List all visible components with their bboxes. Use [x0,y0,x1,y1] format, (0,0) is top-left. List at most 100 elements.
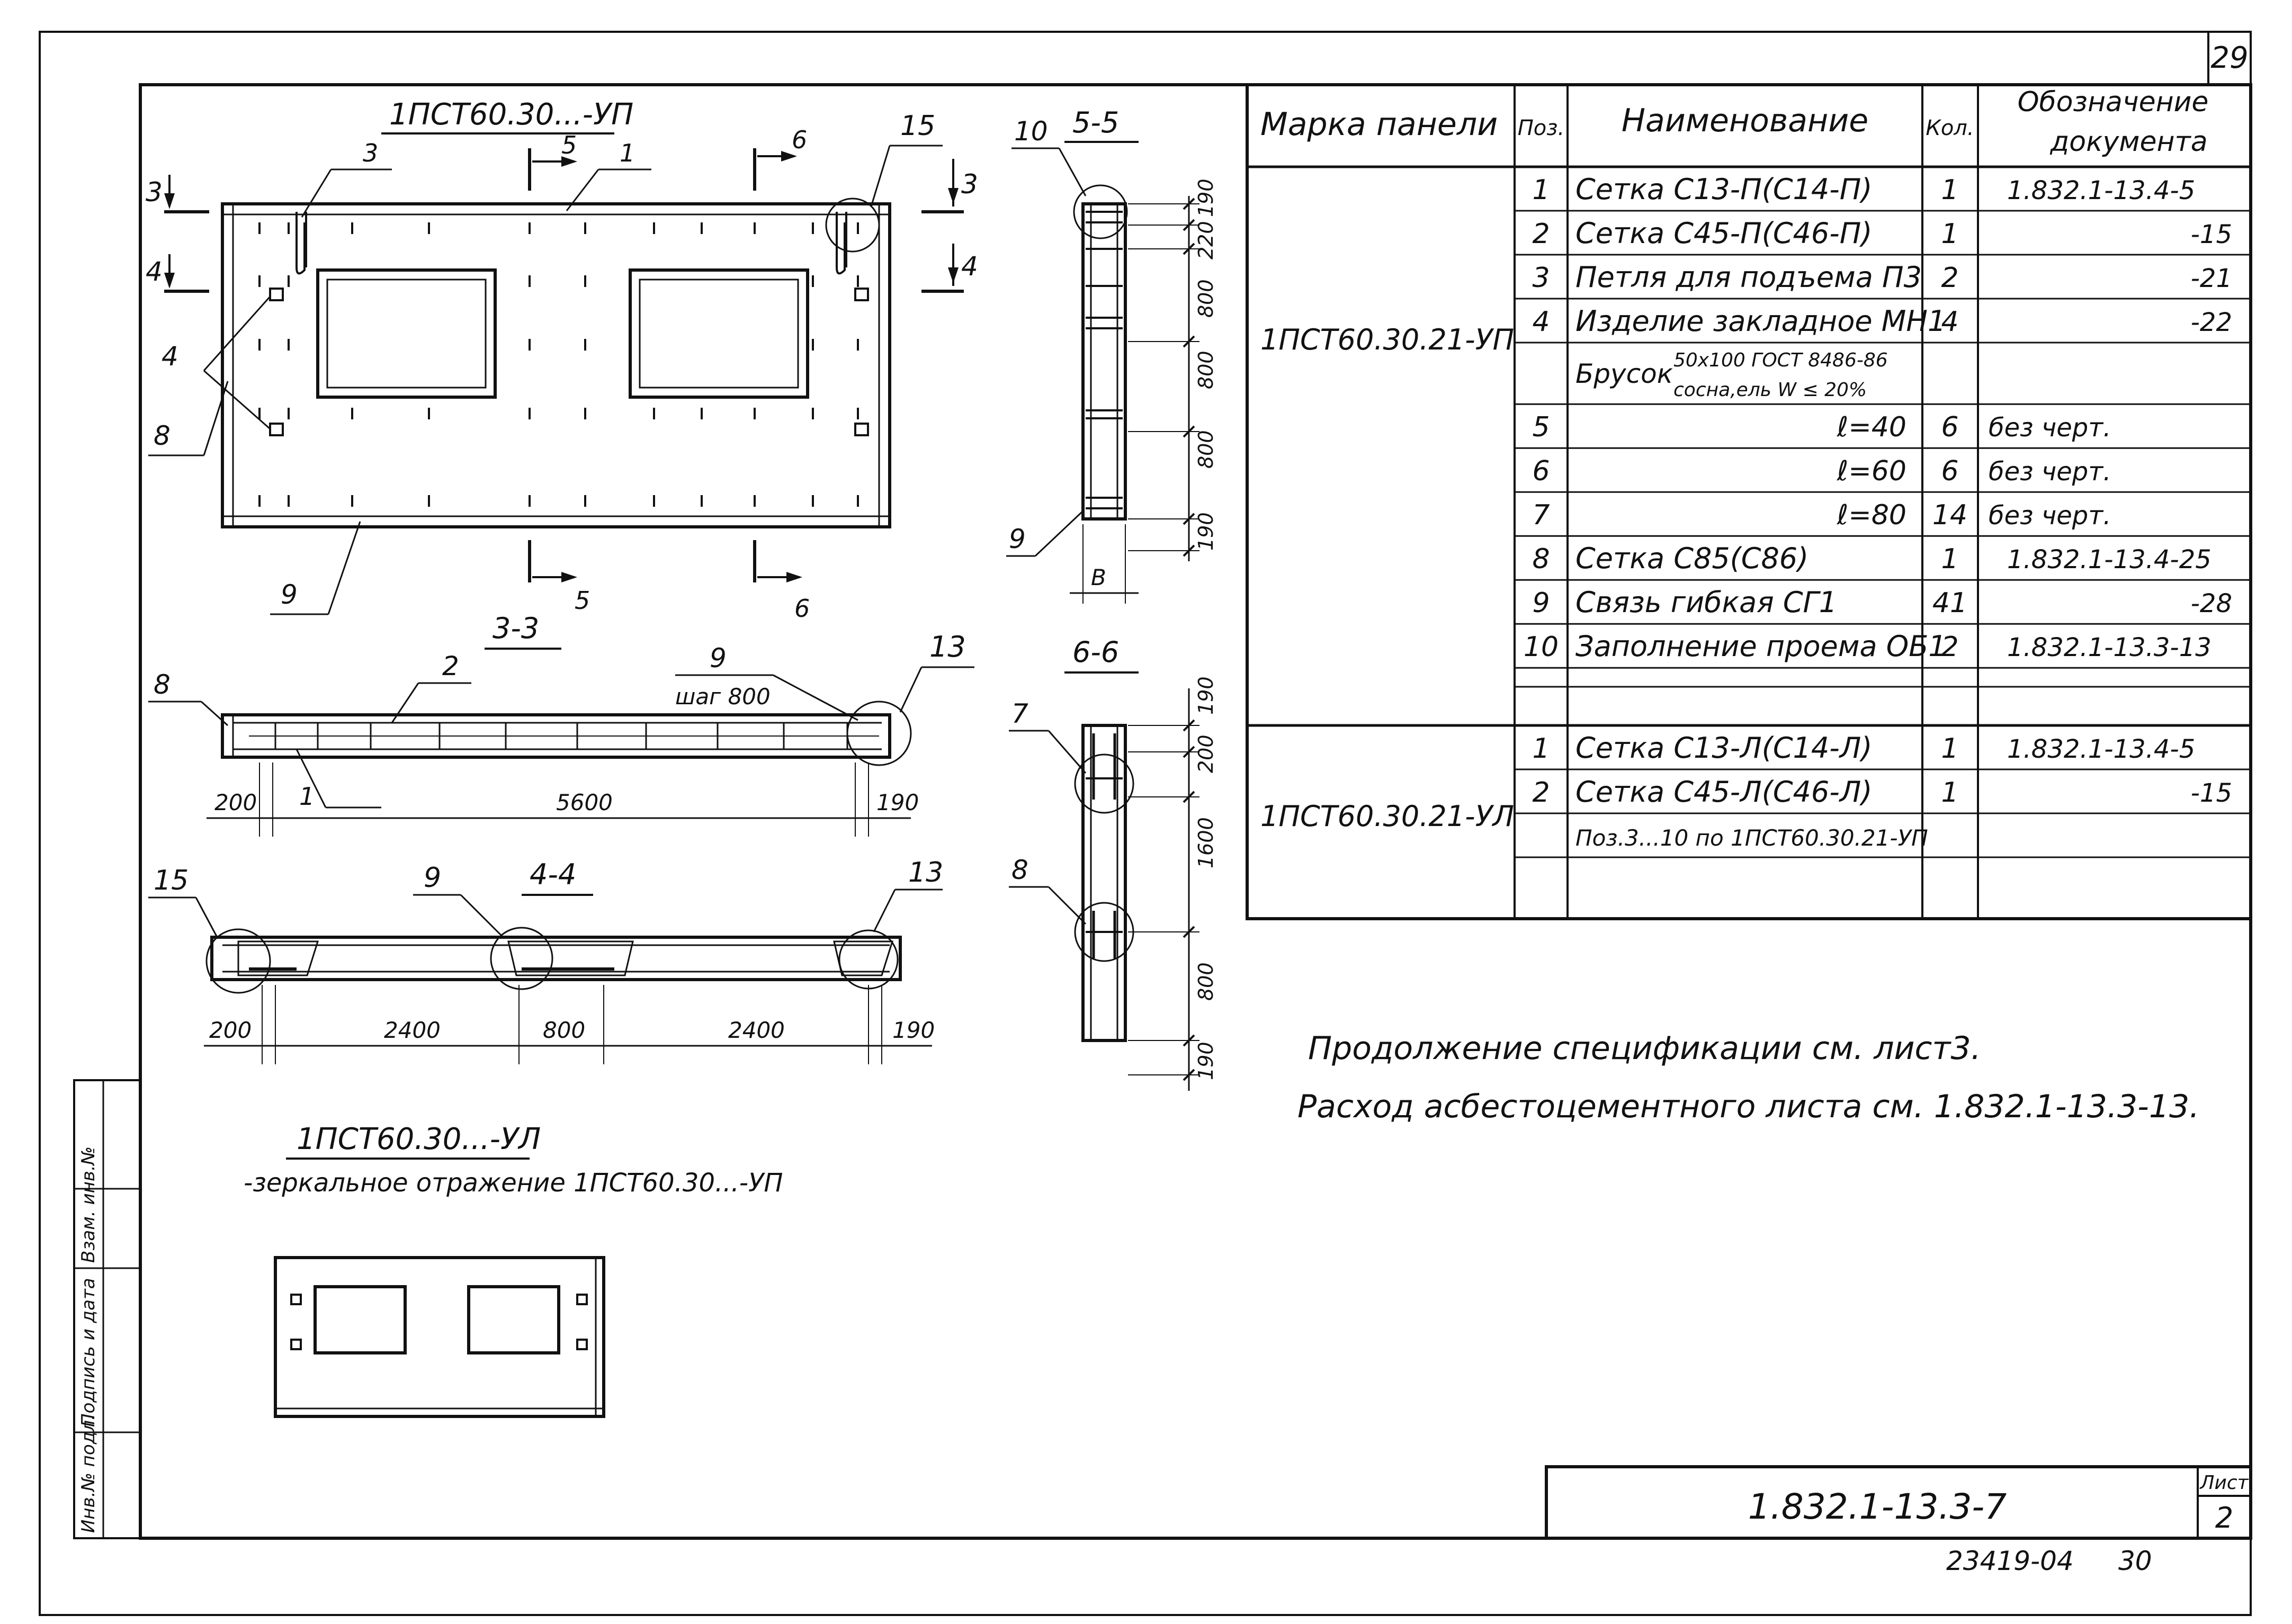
spec-qty: 1 [1941,174,1958,206]
spec-name: ℓ=60 [1837,455,1906,487]
svg-text:8: 8 [1011,855,1028,885]
spec-qty: 2 [1941,262,1958,294]
dims-4-4: 200 2400 800 2400 190 [204,985,935,1064]
mirror-note: -зеркальное отражение 1ПСТ60.30...-УП [244,1168,783,1198]
section-6-6-title: 6-6 [1072,635,1119,669]
dims-5-5: 190 220 800 800 800 190 В [1070,178,1217,604]
spec-pos: 7 [1532,499,1550,531]
spec-doc: -15 [2191,778,2232,808]
svg-text:шаг 800: шаг 800 [675,684,771,710]
svg-text:15: 15 [900,110,935,142]
header-doc: Обозначение [2018,86,2209,118]
spec-name: Брусок [1575,358,1673,389]
svg-text:4: 4 [146,256,163,287]
section-5-5: 5-5 10 9 190 220 800 800 800 190 В [1006,106,1217,604]
svg-text:13: 13 [908,857,943,889]
sheet-label: Лист [2199,1472,2249,1494]
spec-doc: 1.832.1-13.4-5 [2007,176,2195,205]
svg-text:800: 800 [1194,279,1217,318]
spec-doc: без черт. [1989,413,2111,443]
svg-text:10: 10 [1014,116,1048,147]
header-mark: Марка панели [1260,106,1498,143]
title-block: 1.832.1-13.3-7 Лист 2 23419-04 30 [1545,1465,2252,1576]
svg-text:9: 9 [424,862,441,894]
spec-qty: 1 [1941,777,1958,809]
sheet-number: 2 [2215,1501,2233,1535]
spec-pos: 10 [1524,631,1559,663]
side-stamp: Инв.№ подл. Подпись и дата Взам. инв.№ [73,1079,141,1539]
spec-doc: -28 [2191,589,2232,618]
group2-mark: 1ПСТ60.30.21-УЛ [1260,800,1514,833]
callout-3: 3 [301,139,392,218]
dims-6-6: 190 200 1600 800 190 [1128,676,1217,1091]
cut-mark-5-bottom: 5 [528,540,590,615]
svg-text:7: 7 [1011,698,1028,729]
section-6-6: 6-6 7 8 190 200 1600 800 190 [1009,635,1217,1091]
spec-qty: 4 [1941,306,1958,338]
spec-doc: 1.832.1-13.4-25 [2007,545,2212,575]
spec-qty: 6 [1941,455,1958,487]
spec-pos: 8 [1532,543,1550,575]
spec-pos: 2 [1532,218,1550,250]
spec-table: Марка панели Поз. Наименование Кол. Обоз… [1246,83,2252,920]
dims-3-3: 200 5600 190 [207,762,919,837]
svg-text:800: 800 [1194,962,1217,1001]
svg-text:190: 190 [1194,676,1217,715]
header-name: Наименование [1622,102,1868,139]
svg-text:13: 13 [929,630,966,663]
cut-mark-3-left: 3 [146,175,209,213]
spec-pos: 5 [1532,411,1550,443]
spec-pos: 1 [1532,733,1550,765]
group1-mark: 1ПСТ60.30.21-УП [1260,323,1514,356]
svg-text:В: В [1091,564,1106,590]
spec-qty: 14 [1932,499,1967,531]
note-asbestos: Расход асбестоцементного листа см. 1.832… [1297,1088,2199,1125]
stamp-signature: Подпись и дата [78,1278,99,1427]
svg-text:5600: 5600 [556,789,613,815]
spec-name: ℓ=40 [1837,411,1906,443]
svg-text:190: 190 [1194,178,1217,217]
svg-text:3: 3 [961,169,978,200]
svg-text:1: 1 [620,139,635,167]
cut-mark-4-right: 4 [921,244,978,293]
archive-suffix: 30 [2118,1546,2152,1576]
svg-text:2400: 2400 [728,1017,785,1043]
spec-pos: 1 [1532,174,1550,206]
spec-pos: 2 [1532,777,1550,809]
panel-title: 1ПСТ60.30...-УП [389,97,633,132]
spec-name: Сетка С45-Л(С46-Л) [1575,775,1872,809]
svg-text:200: 200 [1194,734,1217,773]
svg-text:200: 200 [209,1017,252,1043]
callout-1: 1 [566,139,651,211]
spec-row-lines [1515,210,2251,858]
svg-text:9: 9 [281,579,298,610]
mirror-outline [274,1256,605,1418]
spec-name: Поз.3...10 по 1ПСТ60.30.21-УП [1575,825,1928,851]
spec-doc: -15 [2191,220,2232,249]
svg-text:1600: 1600 [1194,817,1217,868]
svg-text:3: 3 [363,139,378,167]
header-pos: Поз. [1518,116,1565,140]
stamp-replace-inv: Взам. инв.№ [78,1146,99,1263]
svg-text:200: 200 [214,789,257,815]
archive-number: 23419-04 [1946,1546,2074,1576]
cut-mark-3-right: 3 [921,159,978,213]
svg-text:4: 4 [162,341,178,372]
spec-qty: 1 [1941,733,1958,765]
designation: 1.832.1-13.3-7 [1748,1486,2007,1527]
spec-doc: без черт. [1989,501,2111,531]
spec-name: Сетка С85(С86) [1575,542,1808,575]
spec-doc: 1.832.1-13.4-5 [2007,734,2195,764]
window-left [316,268,497,399]
callout-9: 9 [270,521,361,615]
window-right [629,268,809,399]
spec-qty: 1 [1941,218,1958,250]
spec-pos: 6 [1532,455,1550,487]
panel-outline [221,202,891,528]
svg-text:2: 2 [442,651,459,681]
svg-text:8: 8 [154,669,171,700]
svg-text:9: 9 [710,643,727,674]
callout-12: 15 [825,110,943,253]
